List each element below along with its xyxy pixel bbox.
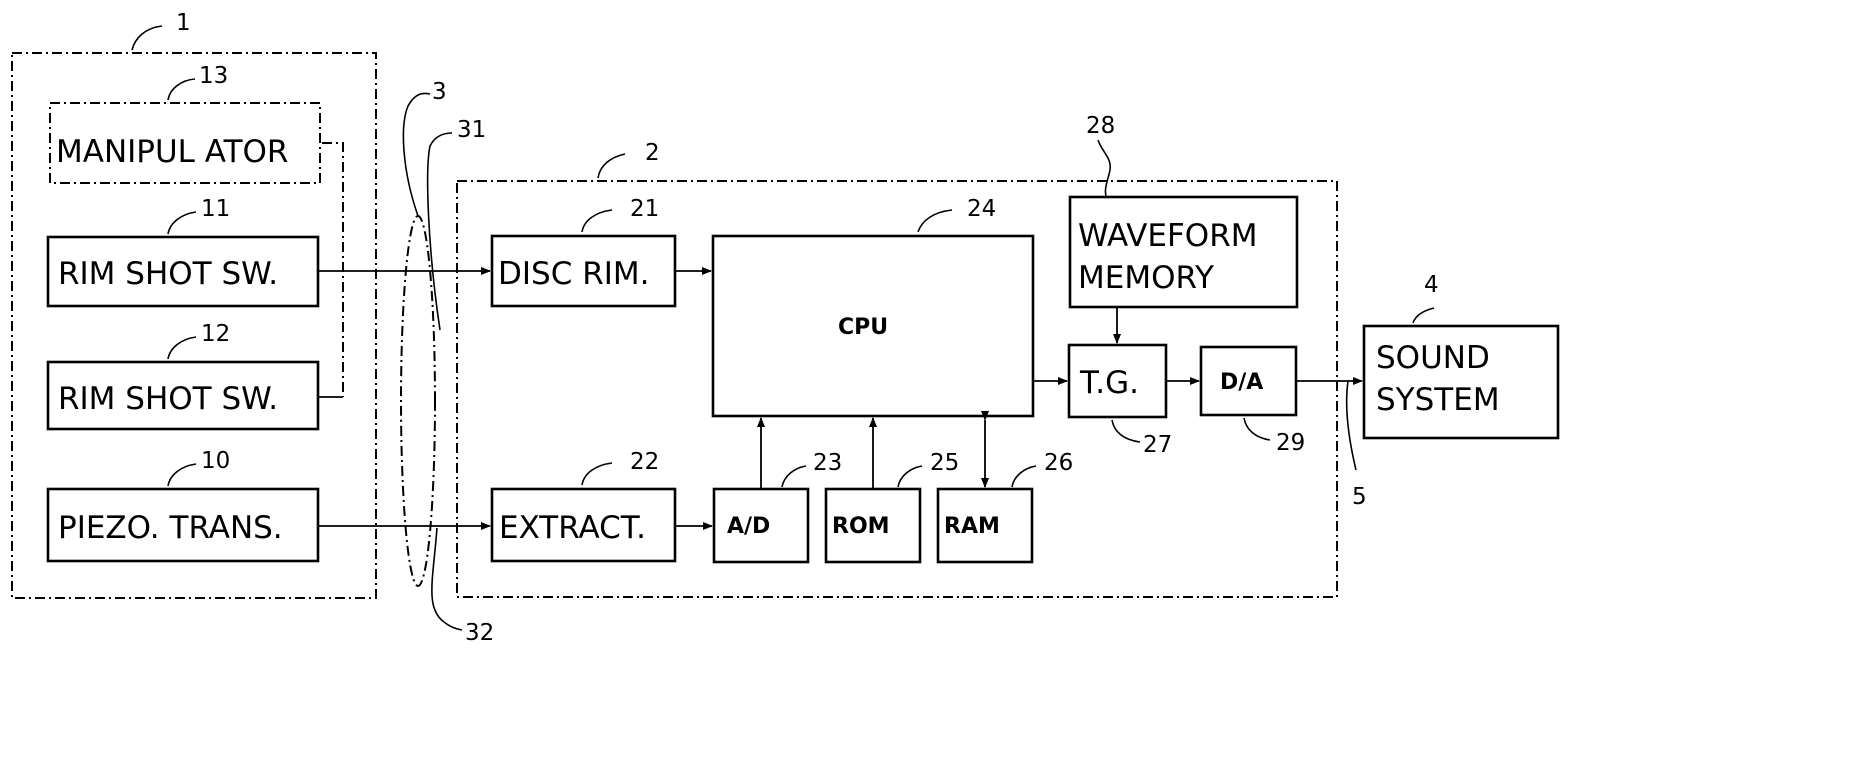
discriminator-label: DISC RIM. — [498, 256, 649, 292]
tone-generator-label: T.G. — [1079, 365, 1139, 401]
ref-ad-converter: 23 — [813, 450, 842, 476]
extractor-label: EXTRACT. — [499, 510, 646, 546]
cable-bundle: 3 31 32 — [401, 79, 494, 646]
rom-label: ROM — [832, 514, 890, 539]
manipulator-label: MANIPUL ATOR — [56, 134, 288, 170]
ref-extractor: 22 — [630, 449, 659, 475]
ram-label: RAM — [944, 514, 1000, 539]
da-converter-block: D/A 29 — [1201, 347, 1305, 456]
ref-controller: 2 — [645, 140, 660, 166]
ad-converter-block: A/D 23 — [714, 450, 842, 562]
ref-sound-system: 4 — [1424, 272, 1439, 298]
rim-shot-switch-2: RIM SHOT SW. 12 — [48, 321, 318, 429]
ref-manipulator: 13 — [199, 63, 228, 89]
manipulator-link — [322, 143, 343, 397]
discriminator-block: DISC RIM. 21 — [492, 196, 675, 306]
manipulator-block: MANIPUL ATOR 13 — [50, 63, 320, 183]
ref-cable-line-1: 31 — [457, 117, 486, 143]
ref-waveform-memory: 28 — [1086, 113, 1115, 139]
cpu-block: CPU 24 — [713, 196, 1033, 416]
block-diagram: 1 MANIPUL ATOR 13 RIM SHOT SW. 11 RIM SH… — [0, 0, 1568, 646]
ref-pad: 1 — [176, 10, 191, 36]
sound-system-label-1: SOUND — [1376, 340, 1490, 376]
ref-tone-generator: 27 — [1143, 432, 1172, 458]
da-converter-label: D/A — [1220, 370, 1263, 395]
ref-discriminator: 21 — [630, 196, 659, 222]
ref-ram: 26 — [1044, 450, 1073, 476]
rim-shot-switch-1-label: RIM SHOT SW. — [58, 256, 278, 292]
waveform-memory-label-2: MEMORY — [1078, 260, 1214, 296]
ref-rim-shot-switch-2: 12 — [201, 321, 230, 347]
tone-generator-block: T.G. 27 — [1069, 345, 1172, 458]
piezo-transducer: PIEZO. TRANS. 10 — [48, 448, 318, 561]
ref-cable: 3 — [432, 79, 447, 105]
ref-rom: 25 — [930, 450, 959, 476]
ref-cpu: 24 — [967, 196, 996, 222]
sound-system-label-2: SYSTEM — [1376, 382, 1500, 418]
output-line-lead — [1347, 381, 1356, 470]
ref-rim-shot-switch-1: 11 — [201, 196, 230, 222]
piezo-transducer-label: PIEZO. TRANS. — [58, 510, 283, 546]
waveform-memory-block: WAVEFORM MEMORY 28 — [1070, 113, 1297, 307]
cpu-label: CPU — [838, 315, 888, 340]
ad-converter-label: A/D — [727, 514, 770, 539]
ref-output-line: 5 — [1352, 484, 1367, 510]
rim-shot-switch-2-label: RIM SHOT SW. — [58, 381, 278, 417]
ref-cable-line-2: 32 — [465, 620, 494, 646]
rim-shot-switch-1: RIM SHOT SW. 11 — [48, 196, 318, 306]
ref-da-converter: 29 — [1276, 430, 1305, 456]
extractor-block: EXTRACT. 22 — [492, 449, 675, 561]
ref-piezo-transducer: 10 — [201, 448, 230, 474]
waveform-memory-label-1: WAVEFORM — [1078, 218, 1258, 254]
sound-system-block: SOUND SYSTEM 4 — [1364, 272, 1558, 438]
